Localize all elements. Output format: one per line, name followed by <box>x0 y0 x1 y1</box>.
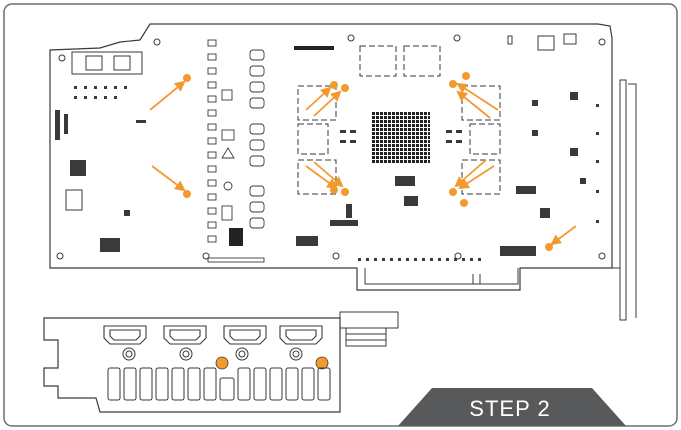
gpu-periphery <box>296 130 462 246</box>
screw-marker <box>341 188 349 196</box>
board-screw-arrows <box>149 80 577 246</box>
top-connector <box>294 46 334 50</box>
pcie-connector <box>364 268 519 285</box>
power-connector <box>71 51 143 75</box>
smd-dots-left <box>55 86 146 252</box>
pcie-traces <box>358 258 481 261</box>
board-screws <box>183 72 553 251</box>
vent-slots <box>107 367 331 401</box>
pcb-holes <box>56 34 606 260</box>
step-label: STEP 2 <box>469 396 551 421</box>
arrow-8 <box>313 161 344 188</box>
screw-marker <box>183 74 191 82</box>
top-right-parts <box>507 33 577 51</box>
gpu-die <box>372 112 430 164</box>
screw-marker <box>330 186 338 194</box>
screw-marker <box>449 188 457 196</box>
arrow-7 <box>305 165 338 190</box>
screw-marker <box>545 243 553 251</box>
inductor <box>229 228 243 246</box>
arrow-5 <box>456 82 499 111</box>
arrow-6 <box>456 90 491 119</box>
vrm-column <box>207 39 265 263</box>
step-banner <box>398 388 626 426</box>
bracket-screws <box>215 356 329 370</box>
edge-connector <box>339 311 399 347</box>
arrow-11 <box>550 225 577 246</box>
screw-marker <box>449 80 457 88</box>
component-box <box>65 189 83 211</box>
rear-bracket-side <box>612 79 637 321</box>
arrow-4 <box>313 90 342 117</box>
figure-frame <box>3 3 678 427</box>
memory-chips <box>297 45 501 195</box>
arrow-1 <box>149 80 186 111</box>
screw-marker <box>460 199 468 207</box>
arrow-2 <box>151 165 186 192</box>
right-components <box>500 92 599 256</box>
screw-marker <box>183 190 191 198</box>
arrow-3 <box>305 86 332 111</box>
bracket-screw-marker <box>215 356 229 370</box>
screw-marker <box>341 84 349 92</box>
display-ports <box>103 325 323 345</box>
screw-marker <box>462 72 470 80</box>
pcb-outline <box>49 23 613 291</box>
arrow-10 <box>454 159 487 188</box>
bracket-standoffs <box>122 347 303 361</box>
bracket-screw-marker <box>315 356 329 370</box>
screw-marker <box>330 81 338 89</box>
io-bracket <box>43 317 341 413</box>
